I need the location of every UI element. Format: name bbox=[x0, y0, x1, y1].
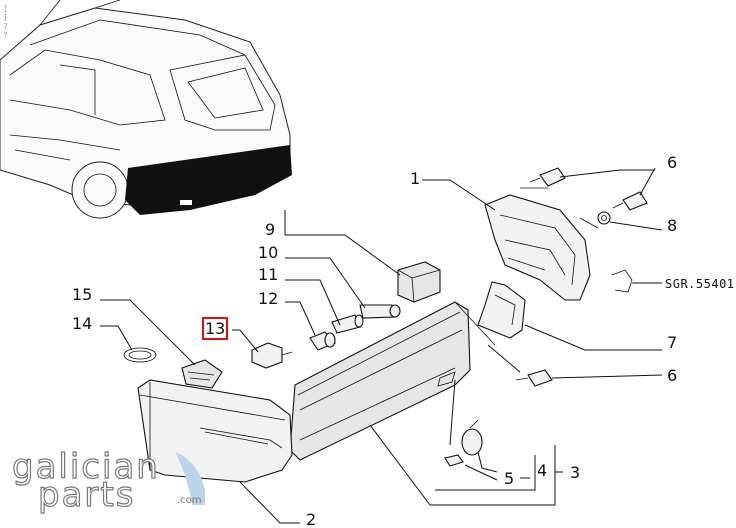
callout-4: 4 bbox=[537, 461, 547, 480]
callout-10: 10 bbox=[258, 243, 278, 262]
callout-15: 15 bbox=[72, 285, 92, 304]
part-14-gasket-ring bbox=[123, 347, 157, 363]
callout-7: 7 bbox=[667, 333, 677, 352]
part-15-license-plate-light bbox=[181, 359, 223, 389]
watermark-swoosh-icon bbox=[175, 452, 205, 505]
callout-13-highlight-box bbox=[202, 317, 228, 340]
part-2-bumper-corner bbox=[137, 379, 293, 483]
part-3-rear-bumper-cover bbox=[289, 301, 496, 461]
leader-lines bbox=[100, 167, 663, 524]
part-5-tow-hook-caps bbox=[444, 419, 483, 467]
part-10-pin bbox=[359, 304, 401, 319]
callout-8: 8 bbox=[667, 216, 677, 235]
callout-13: 13 bbox=[205, 319, 225, 338]
part-6-screw-lower bbox=[515, 369, 553, 387]
callout-14: 14 bbox=[72, 314, 92, 333]
corner-note: [ ] ? ? bbox=[3, 4, 8, 40]
callout-6-lower: 6 bbox=[667, 366, 677, 385]
part-6-screws-top bbox=[529, 167, 648, 211]
part-9-guide-block bbox=[397, 261, 441, 303]
callout-labels: 1 2 3 4 5 6 6 7 8 9 10 11 12 13 14 15 SG… bbox=[72, 153, 735, 528]
watermark-suffix: .com bbox=[177, 495, 202, 506]
watermark-line-1: galician bbox=[12, 447, 160, 487]
part-1-rear-bracket bbox=[484, 187, 599, 301]
callout-12: 12 bbox=[258, 289, 278, 308]
part-11-pin bbox=[331, 314, 364, 334]
callout-11: 11 bbox=[258, 265, 278, 284]
car-rear-view-illustration bbox=[0, 0, 292, 219]
part-12-plug bbox=[309, 331, 336, 351]
callout-1: 1 bbox=[410, 169, 420, 188]
galicianparts-watermark: galician parts .com bbox=[11, 446, 205, 516]
callout-5: 5 bbox=[504, 469, 514, 488]
reference-code-label: SGR.55401 bbox=[665, 277, 735, 291]
retaining-clip bbox=[611, 269, 633, 293]
part-8-nut bbox=[597, 211, 611, 225]
part-7-mounting-bracket bbox=[477, 281, 526, 339]
callout-2: 2 bbox=[306, 510, 316, 528]
watermark-line-2: parts bbox=[38, 475, 135, 515]
part-13-connector bbox=[251, 342, 293, 369]
callout-9: 9 bbox=[265, 220, 275, 239]
callout-6-top: 6 bbox=[667, 153, 677, 172]
callout-3: 3 bbox=[570, 463, 580, 482]
